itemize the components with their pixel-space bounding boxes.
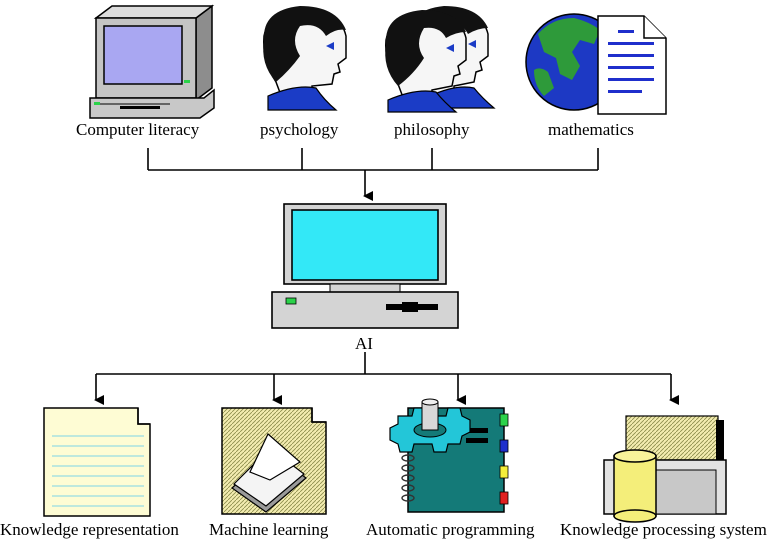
computer-icon [89,4,215,119]
output-label-knowledge-representation: Knowledge representation [0,520,179,539]
output-label-knowledge-processing-system: Knowledge processing system [560,520,767,539]
input-label-mathematics: mathematics [548,120,634,139]
input-label-philosophy: philosophy [394,120,470,139]
input-label-psychology: psychology [260,120,339,139]
two-heads-profile-icon [385,6,496,113]
ai-computer-icon [271,203,459,329]
center-label-ai: AI [355,334,373,353]
input-connectors [147,148,599,201]
head-profile-icon [263,6,347,111]
open-book-icon [221,407,327,515]
output-connectors [94,352,679,405]
output-label-automatic-programming: Automatic programming [366,520,535,539]
globe-document-icon [525,13,667,115]
input-label-computer-literacy: Computer literacy [76,120,200,139]
database-box-icon [603,415,727,523]
notepad-icon [43,407,151,517]
output-label-machine-learning: Machine learning [209,520,329,539]
gear-notebook-icon [389,398,509,513]
